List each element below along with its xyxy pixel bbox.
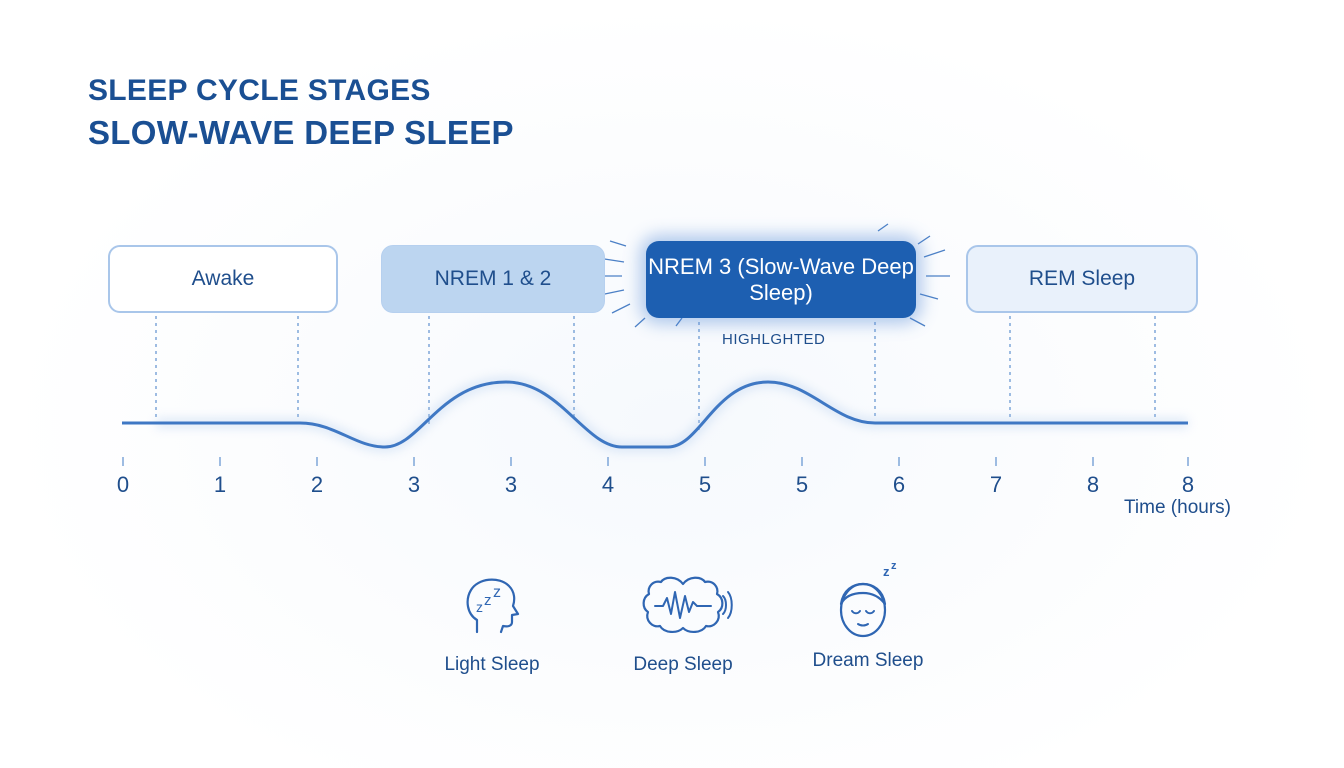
legend-dream-sleep: z z Dream Sleep	[783, 556, 953, 672]
tick-label: 0	[117, 472, 129, 497]
svg-text:z: z	[476, 599, 483, 615]
axis-title: Time (hours)	[1124, 497, 1231, 518]
svg-text:z: z	[891, 560, 897, 572]
page-title: SLEEP CYCLE STAGES	[88, 74, 431, 107]
axis-tick-labels: 0 1 2 3 3 4 5 5 6 7 8 8	[117, 472, 1194, 497]
sleeping-face-icon: z z	[839, 560, 897, 638]
stage-nrem-3-highlighted: NREM 3 (Slow-Wave Deep Sleep)	[646, 241, 916, 318]
stage-awake: Awake	[108, 245, 338, 313]
tick-label: 8	[1087, 472, 1099, 497]
tick-label: 5	[796, 472, 808, 497]
tick-label: 3	[408, 472, 420, 497]
svg-text:z: z	[493, 584, 501, 601]
tick-label: 3	[505, 472, 517, 497]
svg-text:z: z	[883, 564, 890, 579]
tick-label: 5	[699, 472, 711, 497]
tick-label: 1	[214, 472, 226, 497]
tick-label: 8	[1182, 472, 1194, 497]
legend-light-sleep: z z z Light Sleep	[407, 570, 577, 676]
stage-nrem-1-2: NREM 1 & 2	[381, 245, 605, 313]
axis-ticks	[122, 457, 1189, 466]
stage-connectors	[155, 316, 1156, 432]
highlight-note: HIGHLGHTED	[722, 331, 826, 348]
tick-label: 6	[893, 472, 905, 497]
legend-label-dream: Dream Sleep	[812, 650, 924, 671]
tick-label: 7	[990, 472, 1002, 497]
head-zzz-icon: z z z	[466, 578, 520, 634]
legend-label-light: Light Sleep	[444, 654, 540, 675]
stage-rem: REM Sleep	[966, 245, 1198, 313]
brain-wave-icon	[642, 576, 733, 633]
sleep-depth-curve	[122, 380, 1188, 449]
tick-label: 2	[311, 472, 323, 497]
legend-deep-sleep: Deep Sleep	[598, 570, 768, 676]
svg-text:z: z	[484, 592, 492, 609]
legend-label-deep: Deep Sleep	[633, 654, 733, 675]
page-subtitle: SLOW-WAVE DEEP SLEEP	[88, 114, 514, 151]
tick-label: 4	[602, 472, 614, 497]
sleep-curve-glow	[156, 376, 1188, 453]
